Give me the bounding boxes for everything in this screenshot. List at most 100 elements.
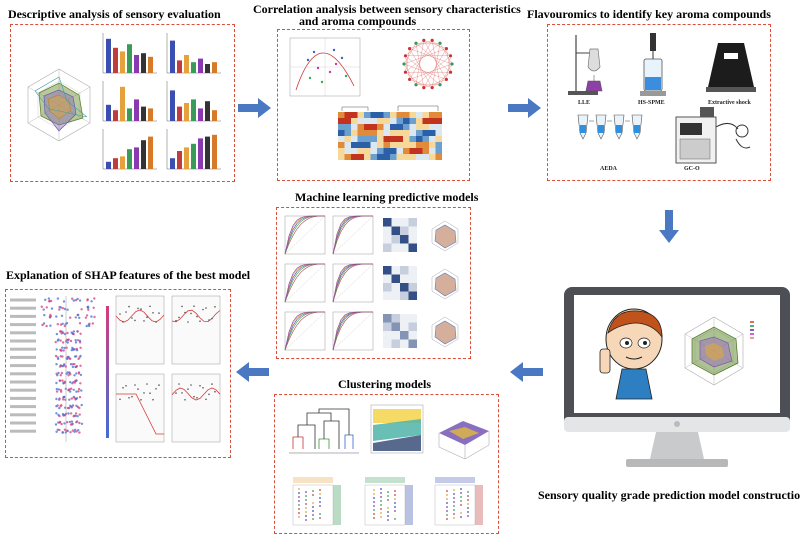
heatmap-cell [357, 118, 364, 124]
shap-dot [60, 422, 63, 426]
heatmap-cell [338, 124, 345, 130]
dependence-point [140, 308, 142, 310]
network-edge [403, 63, 447, 80]
shap-dot [59, 348, 62, 351]
heatmap-cell [403, 136, 410, 142]
heatmap-cell [396, 154, 403, 160]
confusion-cell [408, 331, 417, 340]
network-node [403, 70, 408, 74]
bar [212, 110, 217, 121]
confusion-cell [408, 322, 417, 331]
monitor-svg [564, 287, 790, 467]
dependence-point [149, 392, 151, 394]
shap-dot [79, 373, 83, 377]
shap-dot [74, 299, 78, 302]
heatmap-cell [403, 118, 410, 124]
shap-dot [80, 422, 84, 425]
heatmap-cell [396, 124, 403, 130]
roc-curve [284, 311, 325, 351]
title-machine-learning: Machine learning predictive models [295, 190, 479, 204]
scatter-point [453, 509, 455, 511]
confusion-cell [400, 291, 409, 300]
shap-dot [73, 374, 76, 377]
scatter-point [453, 489, 455, 491]
scatter-point [446, 506, 448, 508]
heatmap-cell [377, 118, 384, 124]
feature-label-placeholder [10, 323, 36, 327]
shap-dot [61, 346, 64, 349]
shap-dot [66, 357, 69, 360]
shap-dot [43, 313, 46, 317]
dependence-point [181, 392, 183, 394]
feature-label-placeholder [10, 331, 36, 335]
scatter-point [298, 500, 300, 502]
shap-dot [76, 415, 79, 418]
heatmap-cell [364, 112, 371, 118]
heatmap-cell [377, 124, 384, 130]
scatter-point [319, 489, 321, 491]
feature-label-placeholder [10, 413, 36, 417]
monitor-stand [650, 432, 704, 459]
scatter-point [373, 489, 375, 491]
dependence-point [187, 388, 189, 390]
shap-dot [74, 379, 77, 383]
dependence-plot [171, 373, 221, 443]
scatter-point [387, 515, 389, 517]
dependence-point [199, 385, 201, 387]
heatmap-cell [377, 112, 384, 118]
network-edge [423, 40, 447, 49]
shap-dot [74, 412, 78, 415]
network-edge [415, 40, 425, 85]
heatmap-cell [390, 142, 397, 148]
shap-dot [85, 314, 89, 317]
heatmap-cell [416, 136, 423, 142]
shap-dot [62, 396, 65, 399]
scatter-point [305, 503, 307, 505]
scatter-point [453, 505, 455, 507]
heatmap-cell [429, 112, 436, 118]
shap-dot [90, 315, 93, 318]
confusion-cell [408, 274, 417, 283]
bar [184, 55, 189, 73]
dependence-point [214, 306, 216, 308]
network-node [444, 46, 448, 51]
confusion-cell [400, 218, 409, 227]
scatter-point [387, 495, 389, 497]
shap-dot [62, 382, 65, 385]
heatmap-cell [409, 130, 416, 136]
heatmap-cell [435, 154, 442, 160]
shap-dot [75, 390, 78, 393]
shap-dot [47, 297, 51, 300]
heatmap-cell [377, 154, 384, 160]
bar [141, 140, 146, 169]
scatter-point [298, 504, 300, 506]
dependence-point [143, 320, 145, 322]
network-node [414, 83, 418, 87]
shap-dot [69, 363, 73, 366]
feature-label-placeholder [10, 372, 36, 376]
dependence-point [190, 384, 192, 386]
dependence-point [128, 397, 130, 399]
shap-dot [74, 339, 77, 342]
heatmap-cell [351, 118, 358, 124]
heatmap-cell [435, 118, 442, 124]
dependence-point [190, 312, 192, 315]
scatter-point [467, 503, 469, 505]
shap-dot [60, 314, 64, 317]
heatmap-cell [390, 154, 397, 160]
shap-dot [69, 339, 73, 343]
bar [170, 90, 175, 121]
shap-dot [70, 420, 74, 423]
arrow-down [659, 210, 679, 243]
shap-dot [58, 420, 62, 424]
shap-dot [49, 313, 52, 317]
shap-dot [42, 322, 46, 325]
network-node [403, 54, 408, 58]
feature-label-placeholder [10, 306, 36, 310]
scatter-point [319, 497, 321, 499]
confusion-cell [383, 314, 392, 323]
network-edge [403, 63, 417, 85]
scatter-point [312, 514, 314, 516]
scatter-point [467, 491, 469, 493]
shap-dot [71, 422, 74, 425]
